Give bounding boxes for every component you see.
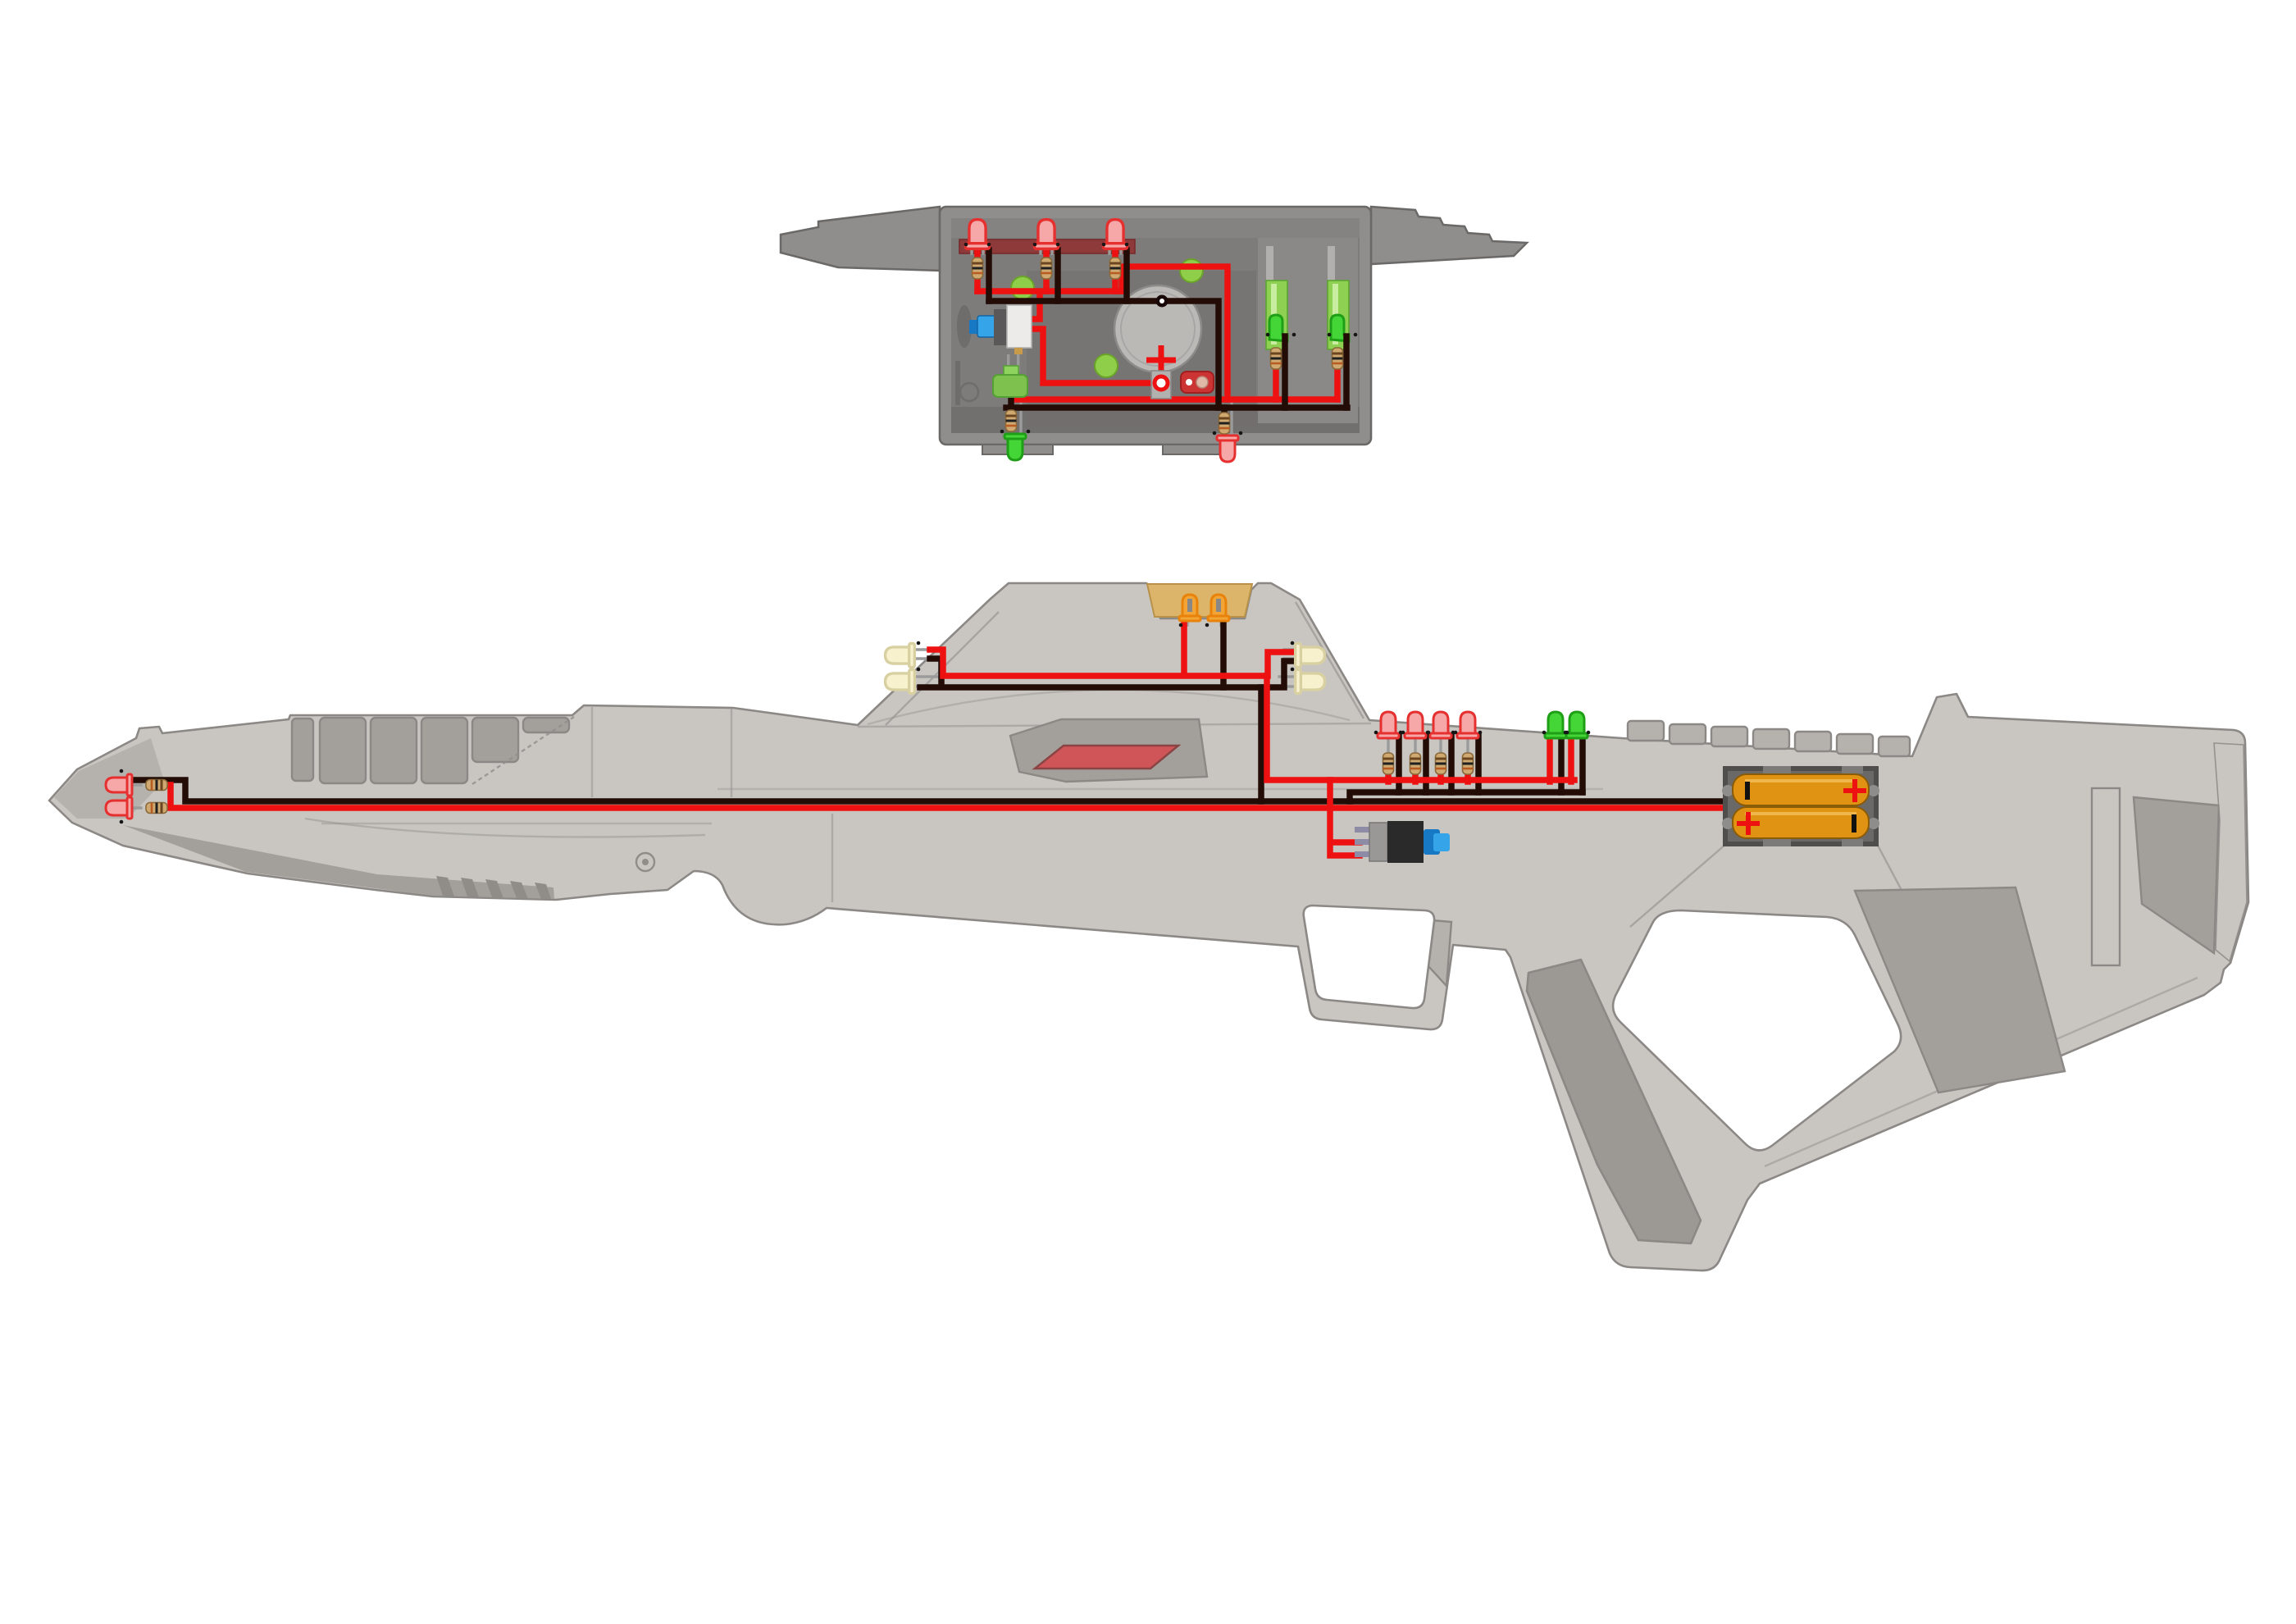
screw-boss: [1010, 276, 1035, 300]
emitter-led-red: [104, 773, 134, 797]
resistor: [1269, 346, 1282, 371]
switch-terminal: [1014, 348, 1023, 354]
positive-main-run: [162, 782, 1728, 811]
top-rail-slots: [290, 716, 571, 785]
resistor: [144, 778, 169, 791]
side-led-cream: [1293, 668, 1327, 696]
trim-pot: [992, 354, 1028, 398]
pod-led-red: [1101, 217, 1129, 251]
battery-cell-2: [1732, 806, 1870, 839]
pod-negative-bar-legs: [1282, 333, 1350, 411]
screw-boss: [1094, 354, 1118, 378]
resistor: [1218, 411, 1231, 436]
resistor: [1004, 408, 1018, 433]
pod-assembly: [779, 205, 1529, 463]
grip-panel: [1525, 958, 1702, 1245]
rifle-leds: [104, 593, 1589, 820]
pod-led-red: [1032, 217, 1060, 251]
cluster-led-red: [1456, 710, 1480, 740]
front-fins: [436, 876, 551, 899]
plus-mark: [1843, 779, 1866, 802]
stock-panel-left: [1853, 886, 2066, 1094]
cluster-led-green: [1543, 710, 1568, 740]
blue-connector-tip: [1433, 833, 1450, 851]
pod-right-wing: [1369, 205, 1529, 266]
negative-cluster-legs: [1396, 732, 1586, 796]
blue-connector: [977, 315, 997, 338]
pod-negative-top-bus: [986, 298, 1222, 411]
pod-positive-bar-legs: [1273, 366, 1341, 403]
stock-rail-teeth: [1626, 719, 1911, 758]
positive-cluster-stubs: [1385, 733, 1574, 785]
switch-body: [1387, 821, 1424, 863]
screw-boss: [1179, 258, 1204, 283]
switch-body-white: [1006, 304, 1032, 349]
battery-pack: [1722, 766, 1879, 846]
resistor: [1109, 256, 1122, 281]
amber-panel: [1146, 583, 1254, 618]
cluster-led-green: [1565, 710, 1589, 740]
indicator-led-red: [1215, 434, 1240, 463]
pod-led-red: [963, 217, 991, 251]
switch-plate: [1369, 822, 1388, 862]
pod-negative-cathode-drops: [986, 247, 1130, 304]
resistor: [1434, 751, 1447, 776]
contact-ring-marker: [1152, 374, 1170, 392]
indicator-led-green: [1003, 432, 1027, 462]
pod-left-wing: [779, 205, 941, 272]
stock-slot: [2090, 787, 2121, 967]
side-led-cream: [883, 668, 917, 696]
plus-marker: [1146, 345, 1176, 375]
minus-mark: [1852, 814, 1856, 833]
resistor: [1040, 256, 1053, 281]
resistor: [1461, 751, 1474, 776]
side-led-cream: [883, 641, 917, 669]
resistor: [1382, 751, 1395, 776]
red-accent-assembly: [1009, 718, 1209, 783]
cluster-led-red: [1376, 710, 1401, 740]
screw-detail: [635, 851, 656, 873]
switch-bracket: [994, 309, 1007, 345]
pod-wiring: [974, 247, 1351, 417]
positive-cluster-bus: [1264, 673, 1578, 783]
positive-hump-bus: [927, 618, 1301, 679]
amber-led: [1178, 593, 1202, 623]
pod-switch-assembly: [957, 304, 1032, 354]
red-pushbutton: [1180, 371, 1214, 394]
switch-disc: [957, 305, 972, 348]
rifle-side-view: [48, 582, 2250, 1272]
resistor: [144, 801, 169, 814]
battery-cell-1: [1732, 773, 1870, 806]
pod-polarity-dots: [963, 242, 1358, 436]
power-switch: [1355, 821, 1450, 863]
resistor: [1331, 346, 1344, 371]
butt-band: [2213, 742, 2248, 963]
stock-opening: [1611, 909, 1902, 1152]
minus-mark: [1745, 782, 1750, 800]
emitter-led-red: [104, 796, 134, 820]
red-accent-panel: [1032, 744, 1182, 770]
negative-cluster-bus: [1346, 789, 1586, 805]
resistor: [1409, 751, 1422, 776]
trigger-guard-opening: [1302, 904, 1436, 1010]
cluster-led-red: [1428, 710, 1453, 740]
blue-connector-tip: [969, 320, 979, 334]
amber-led: [1206, 593, 1231, 623]
speaker: [1113, 284, 1203, 374]
wire-node: [1155, 294, 1168, 308]
plus-mark: [1737, 812, 1760, 835]
cluster-led-red: [1403, 710, 1428, 740]
pod-positive-right-loop: [1118, 263, 1231, 403]
stock-panel-right: [2132, 796, 2221, 956]
polarity-dots: [119, 623, 1591, 824]
rifle-panels: [54, 583, 2248, 1245]
side-led-cream: [1293, 641, 1327, 669]
resistor: [971, 256, 984, 281]
